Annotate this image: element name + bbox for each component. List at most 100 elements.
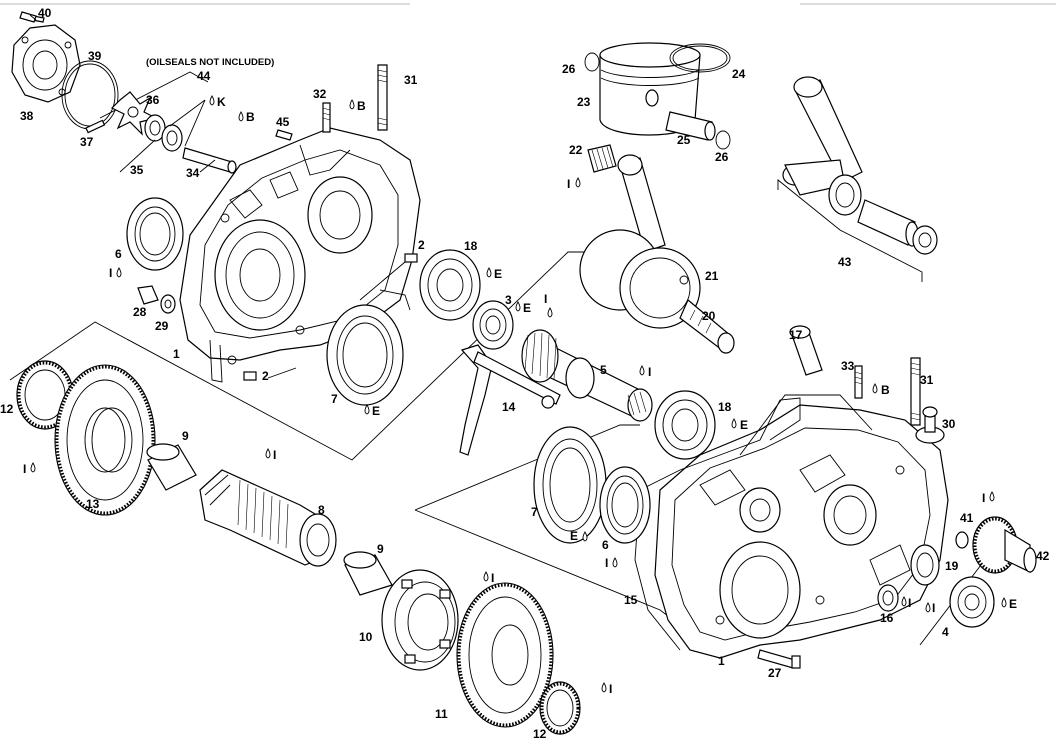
callout-6: 6 (115, 247, 122, 261)
drop-icon (901, 596, 907, 607)
symbol-i: I (609, 682, 612, 696)
cylinder-studs-left (322, 64, 388, 133)
symbol-e: E (570, 529, 578, 543)
piston-rings (669, 43, 731, 73)
shaft-8 (199, 469, 337, 567)
callout-1: 1 (718, 654, 725, 668)
callout-31: 31 (404, 73, 418, 87)
bushing-left (146, 443, 197, 491)
drop-icon (731, 418, 737, 429)
callout-35: 35 (130, 163, 144, 177)
bearing-upper (419, 249, 481, 321)
callout-9: 9 (377, 542, 384, 556)
drop-icon (612, 557, 618, 568)
callout-13: 13 (86, 497, 100, 511)
bushing-lower (343, 551, 393, 596)
oilseals-note: (OILSEALS NOT INCLUDED) (146, 57, 274, 68)
symbol-b: B (246, 110, 255, 124)
bearing-lower (654, 390, 716, 460)
starter-gear-42 (972, 516, 1037, 574)
callout-39: 39 (88, 49, 102, 63)
callout-45: 45 (276, 115, 290, 129)
callout-2: 2 (418, 238, 425, 252)
water-pump-gasket (61, 60, 119, 130)
callout-44: 44 (197, 69, 211, 83)
water-pump-cover (11, 14, 81, 103)
lubrication-symbols (30, 95, 1007, 693)
callout-40: 40 (38, 6, 52, 20)
callout-18: 18 (464, 239, 478, 253)
callout-42: 42 (1036, 549, 1050, 563)
shift-fork (459, 344, 561, 456)
symbol-i: I (109, 266, 112, 280)
drop-icon (486, 267, 492, 278)
callout-4: 4 (942, 625, 949, 639)
symbol-i: I (605, 556, 608, 570)
symbol-b: B (881, 383, 890, 397)
drop-icon (238, 111, 244, 122)
callout-12: 12 (0, 402, 14, 416)
drop-icon (265, 448, 271, 459)
callout-1: 1 (173, 347, 180, 361)
bolt-40 (19, 11, 37, 23)
symbol-i: I (932, 601, 935, 615)
symbol-i: I (982, 491, 985, 505)
callout-16: 16 (880, 611, 894, 625)
drop-icon (30, 462, 36, 473)
oil-seal-right (599, 466, 651, 544)
callout-5: 5 (600, 363, 607, 377)
drop-icon (989, 491, 995, 502)
symbol-i: I (273, 448, 276, 462)
oil-seal-left (126, 197, 184, 271)
pump-shaft (182, 147, 237, 174)
callout-19: 19 (945, 559, 959, 573)
gear-13 (54, 364, 156, 516)
callout-22: 22 (569, 143, 583, 157)
symbol-e: E (1009, 597, 1017, 611)
symbol-e: E (523, 301, 531, 315)
callout-31: 31 (920, 373, 934, 387)
main-seal-left (326, 304, 404, 406)
symbol-k: K (217, 95, 226, 109)
symbol-e: E (494, 267, 502, 281)
bearing-4 (949, 576, 995, 628)
callout-6: 6 (602, 538, 609, 552)
callout-30: 30 (942, 417, 956, 431)
pin-17 (789, 325, 823, 376)
callout-23: 23 (577, 95, 591, 109)
seal-16 (877, 584, 899, 612)
symbol-e: E (740, 418, 748, 432)
drop-icon (349, 99, 355, 110)
left-crankcase (179, 127, 421, 383)
callout-28: 28 (133, 305, 147, 319)
callout-18: 18 (718, 400, 732, 414)
pump-seal (144, 114, 183, 152)
callout-25: 25 (677, 133, 691, 147)
symbol-i: I (23, 462, 26, 476)
callout-10: 10 (359, 630, 373, 644)
callout-36: 36 (146, 93, 160, 107)
gear-11 (456, 582, 554, 728)
drop-icon (1001, 597, 1007, 608)
drop-icon (364, 404, 370, 415)
needle-bearing-43 (828, 174, 862, 216)
callout-33: 33 (841, 359, 855, 373)
washer-41 (955, 531, 969, 549)
symbol-i: I (648, 365, 651, 379)
callout-20: 20 (702, 309, 716, 323)
impeller (110, 91, 158, 136)
drop-icon (639, 365, 645, 376)
callout-15: 15 (624, 593, 638, 607)
symbol-b: B (357, 99, 366, 113)
bearing-small-upper (472, 300, 514, 350)
callout-2: 2 (262, 369, 269, 383)
crankshaft-assembly-43 (782, 76, 938, 255)
callout-43: 43 (838, 255, 852, 269)
callout-11: 11 (435, 707, 448, 721)
drop-icon (209, 95, 215, 106)
cylinder-studs-right (854, 357, 921, 426)
symbol-i: I (544, 292, 547, 306)
callout-37: 37 (80, 135, 94, 149)
drop-icon (872, 383, 878, 394)
